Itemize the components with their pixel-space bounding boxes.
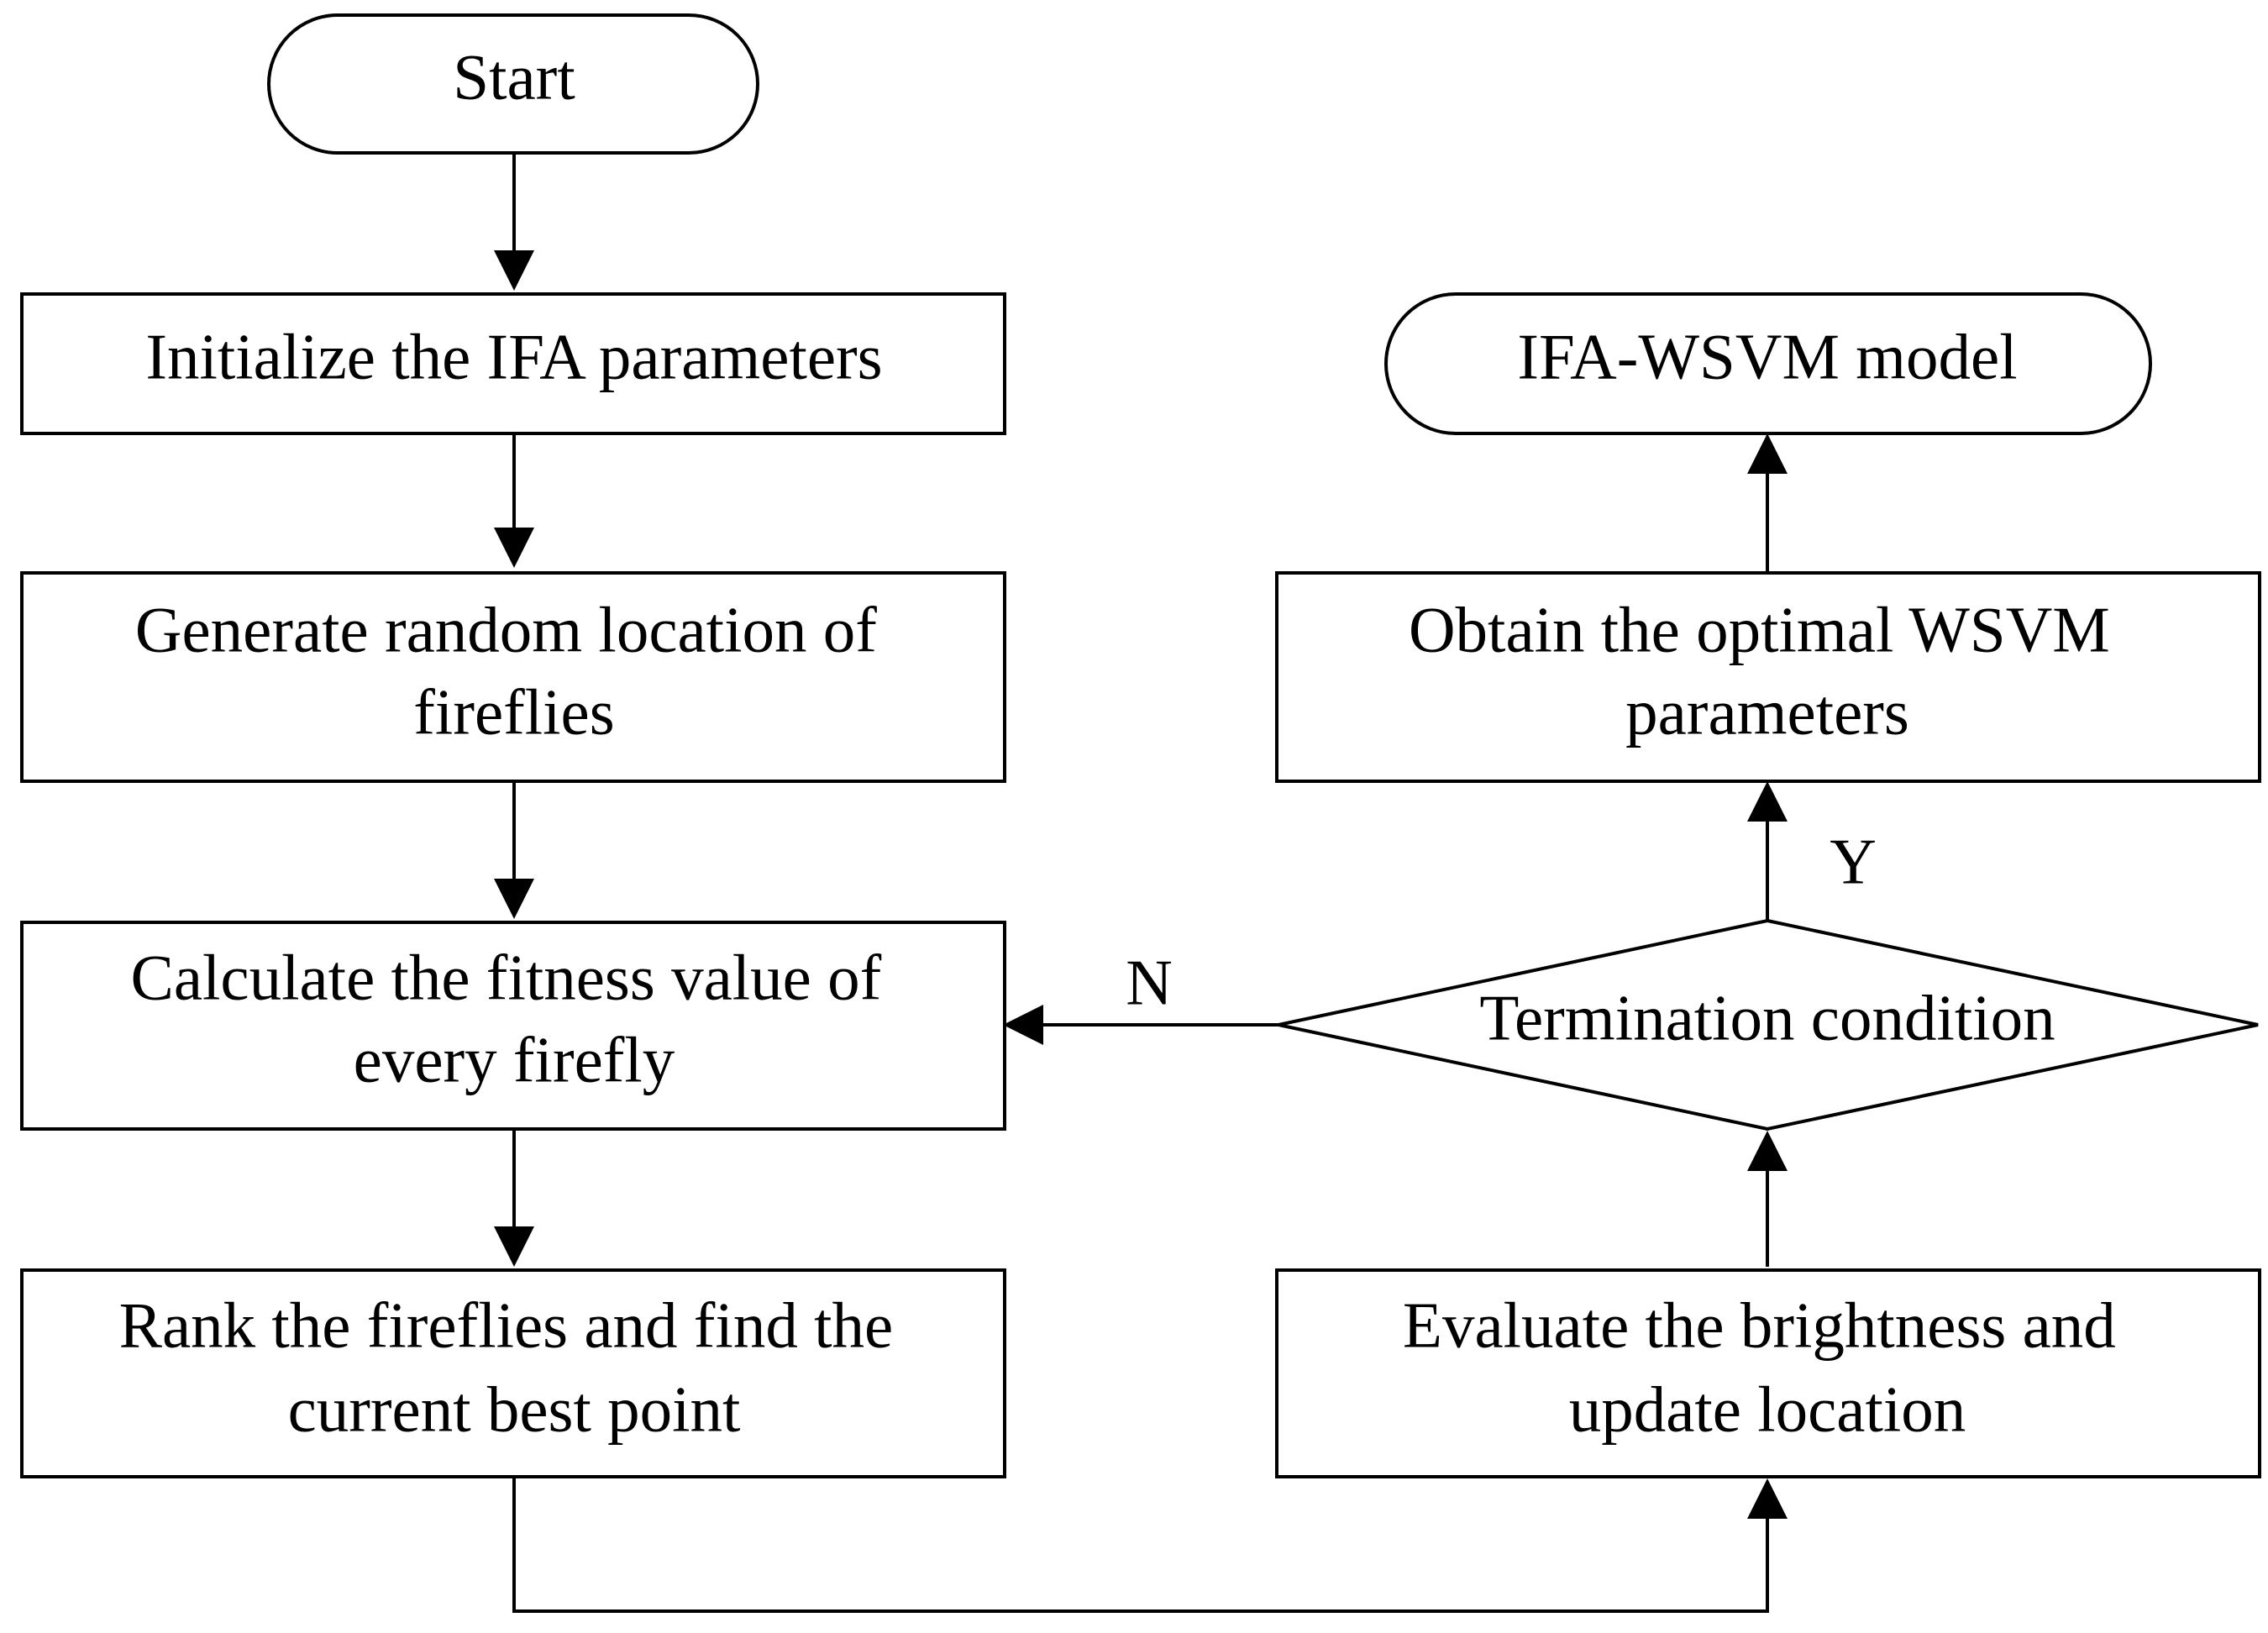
node-obtain-parameters: Obtain the optimal WSVM parameters [1275, 571, 2261, 783]
node-termination-condition-text: Termination condition [1479, 982, 2055, 1054]
node-rank-fireflies-text: Rank the fireflies and find the current … [119, 1274, 910, 1446]
node-rank-fireflies: Rank the fireflies and find the current … [20, 1268, 1006, 1478]
arrow-rank-to-evaluate [512, 1477, 1788, 1613]
node-initialize-params-text: Initialize the IFA parameters [145, 321, 882, 393]
node-ifa-wsvm-model-text: IFA-WSVM model [1517, 321, 2017, 393]
edge-label-yes: Y [1830, 826, 1877, 898]
arrow-init-to-generate [494, 433, 534, 568]
node-calculate-fitness-text: Calculate the fitness value of every fir… [131, 927, 898, 1096]
node-generate-location: Generate random location of fireflies [20, 571, 1006, 783]
node-generate-location-text: Generate random location of fireflies [135, 579, 893, 748]
arrow-generate-to-calculate [494, 781, 534, 919]
arrow-termination-to-calculate [1003, 1005, 1278, 1045]
arrow-calculate-to-rank [494, 1129, 534, 1267]
node-evaluate-brightness-text: Evaluate the brightness and update locat… [1403, 1274, 2132, 1446]
node-start-text: Start [453, 41, 575, 113]
node-evaluate-brightness: Evaluate the brightness and update locat… [1275, 1268, 2261, 1478]
node-initialize-params: Initialize the IFA parameters [20, 292, 1006, 435]
arrow-termination-to-obtain [1747, 781, 1788, 921]
node-calculate-fitness: Calculate the fitness value of every fir… [20, 921, 1006, 1131]
connectors [494, 154, 1788, 1613]
node-start: Start [267, 13, 759, 155]
arrow-evaluate-to-termination [1747, 1131, 1788, 1267]
node-obtain-parameters-text: Obtain the optimal WSVM parameters [1409, 579, 2126, 748]
node-termination-condition: Termination condition [1278, 918, 2259, 1132]
edge-label-no: N [1126, 947, 1173, 1019]
arrow-obtain-to-model [1747, 433, 1788, 571]
node-ifa-wsvm-model: IFA-WSVM model [1384, 292, 2152, 435]
arrow-start-to-init [494, 154, 534, 291]
